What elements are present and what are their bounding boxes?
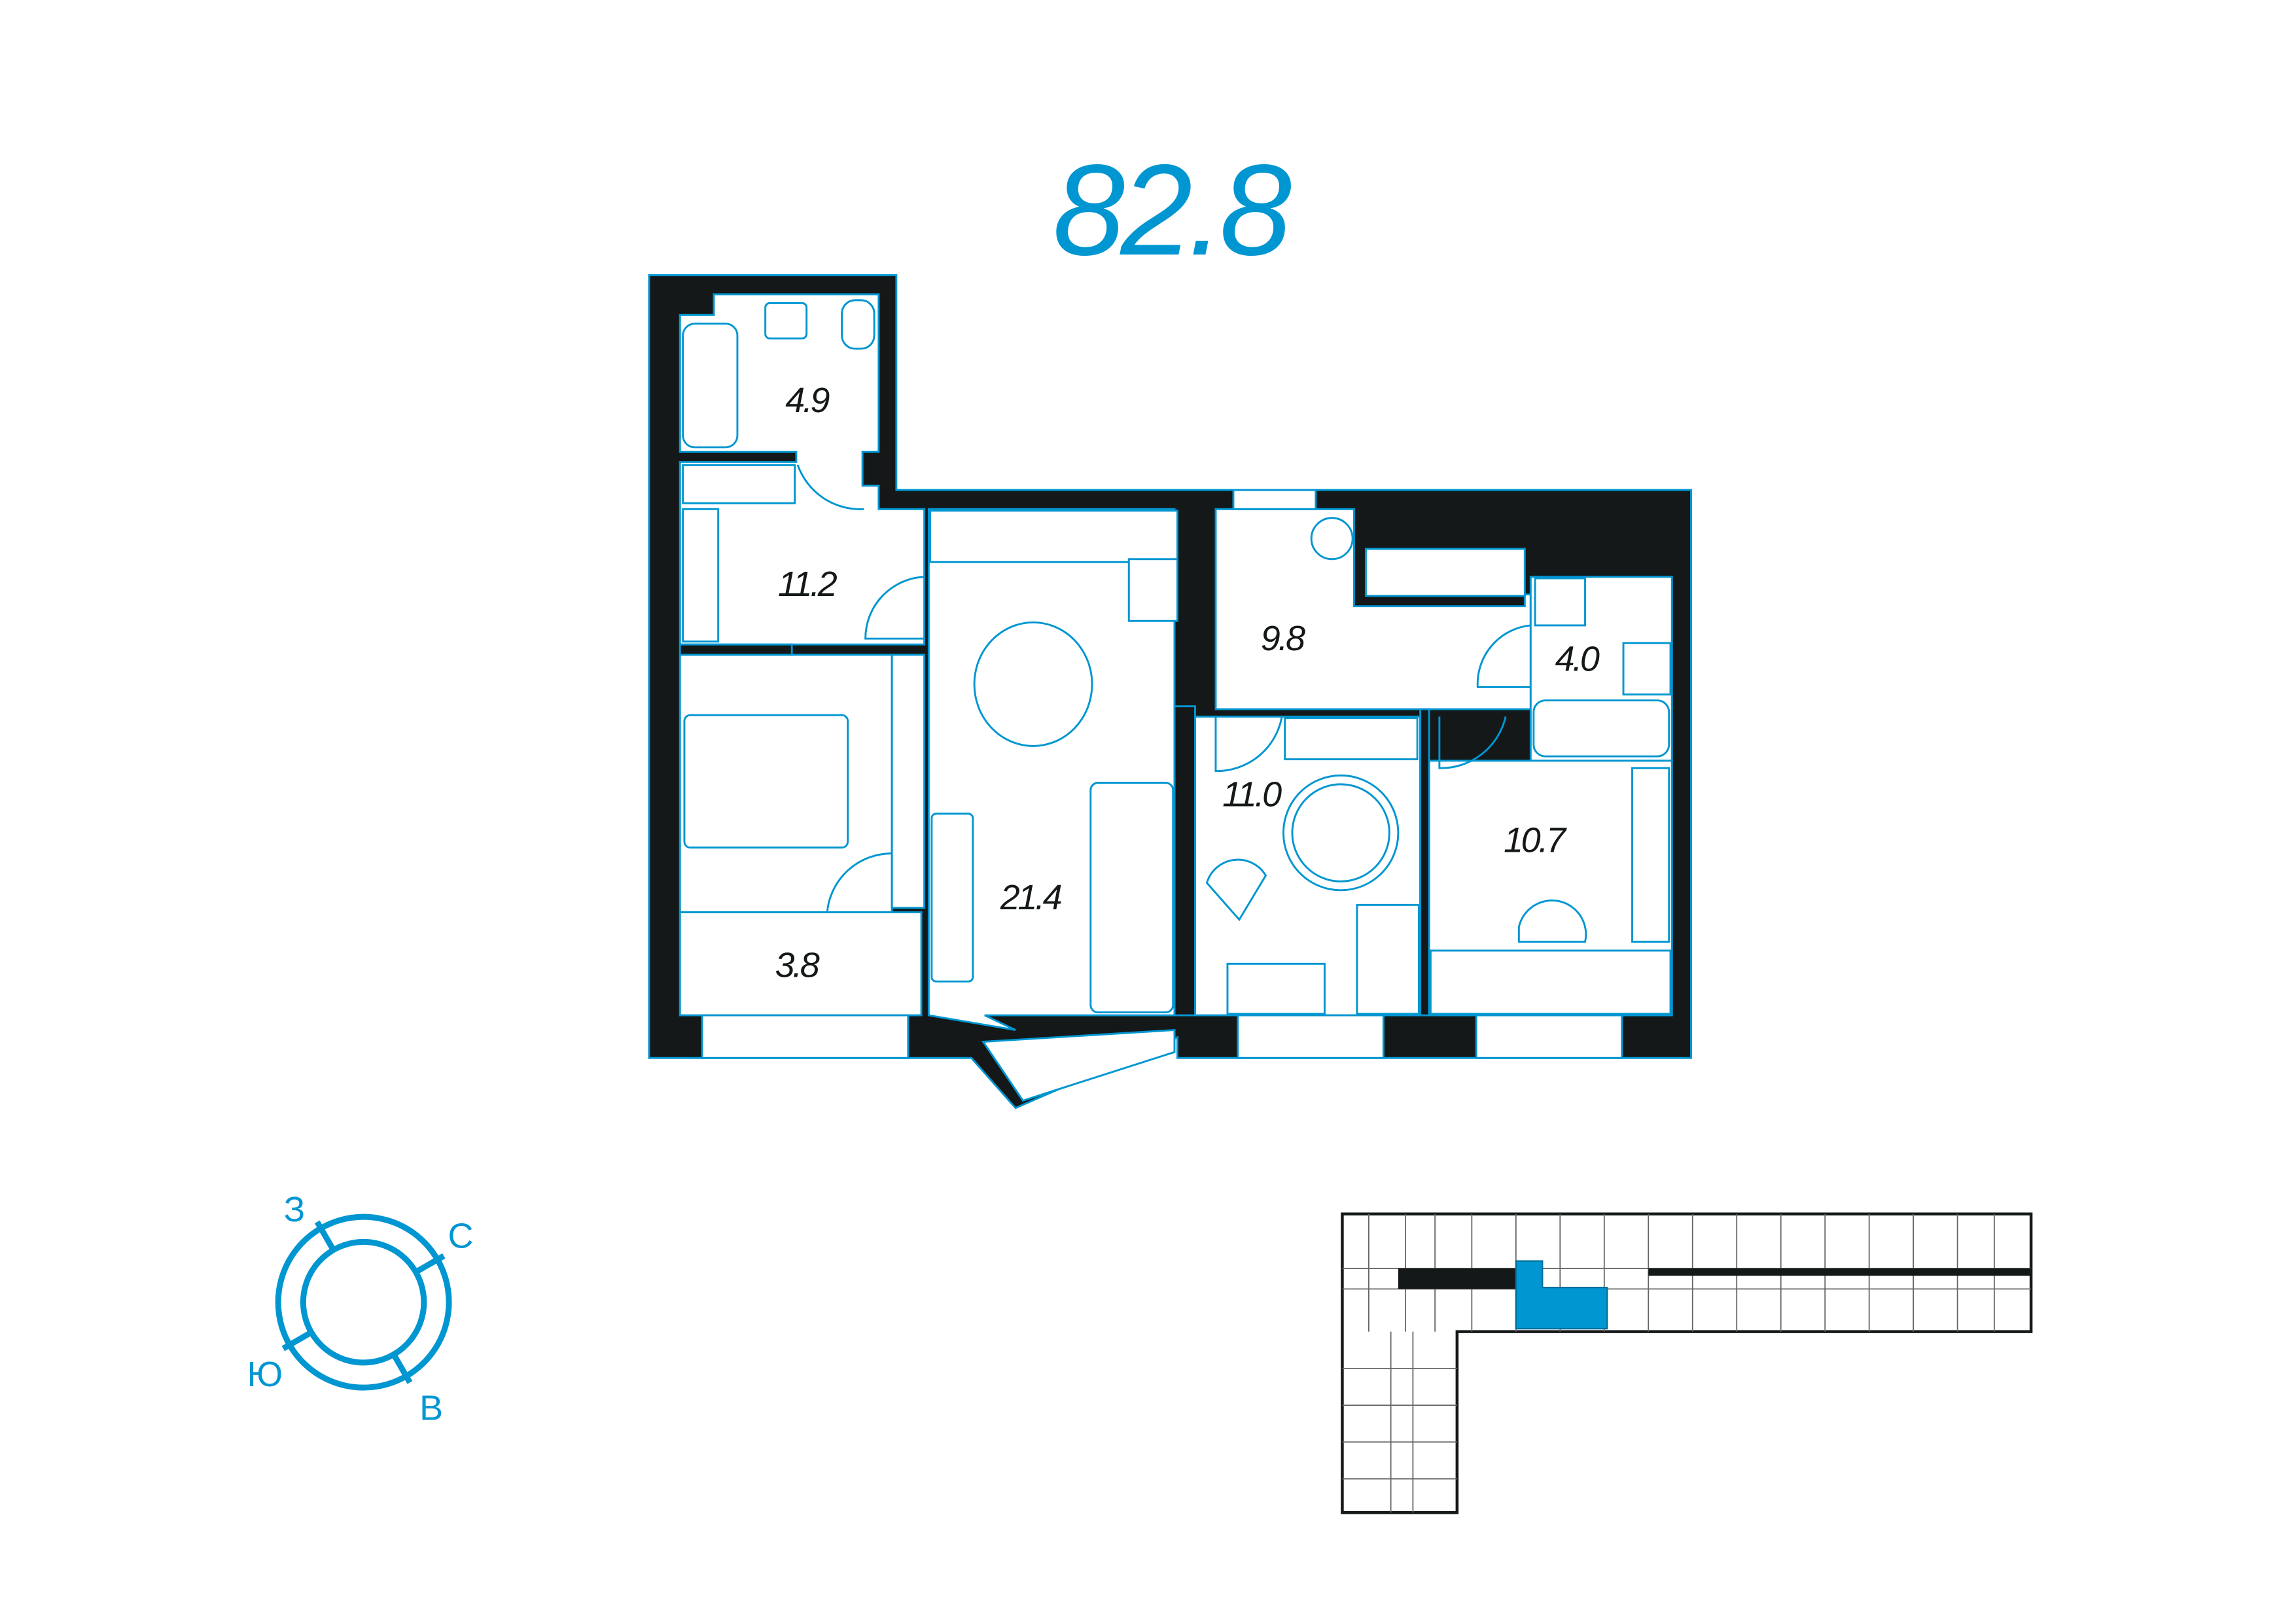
window bbox=[1237, 1014, 1385, 1059]
area-label-hallway: 11.2 bbox=[778, 565, 838, 604]
room-bathroom bbox=[679, 293, 926, 646]
highlighted-apartment bbox=[1515, 1260, 1608, 1330]
area-label-bathroom-2: 4.0 bbox=[1555, 640, 1600, 679]
building-key-plan bbox=[1341, 1212, 2033, 1514]
desk-icon bbox=[1429, 949, 1672, 1015]
total-area-title: 82.8 bbox=[1053, 137, 1291, 282]
area-label-bathroom: 4.9 bbox=[785, 381, 829, 420]
chair-icon bbox=[1205, 858, 1267, 922]
kitchen-counter-icon bbox=[929, 510, 1178, 563]
desk-icon bbox=[1226, 962, 1326, 1015]
wall bbox=[1419, 708, 1430, 1017]
area-label-bedroom-2: 10.7 bbox=[1504, 820, 1567, 860]
wardrobe-icon bbox=[1284, 717, 1419, 761]
compass-inner-ring bbox=[300, 1238, 427, 1366]
window bbox=[701, 1014, 910, 1059]
compass-north-label: С bbox=[448, 1216, 474, 1255]
area-label-loggia: 3.8 bbox=[775, 946, 819, 985]
door-swing bbox=[864, 576, 925, 640]
floor-plan bbox=[648, 274, 1692, 1109]
wall bbox=[1173, 705, 1196, 1017]
wardrobe-icon bbox=[682, 508, 720, 643]
bathtub-icon bbox=[1532, 699, 1670, 758]
room-area-labels: 4.9 11.2 3.8 21.4 9.8 4.0 11.0 10.7 bbox=[775, 381, 1602, 985]
compass-south-label: Ю bbox=[247, 1355, 283, 1394]
rug-icon bbox=[1291, 783, 1390, 882]
door-swing bbox=[796, 464, 864, 510]
toilet-icon bbox=[841, 299, 875, 350]
sofa-icon bbox=[1089, 782, 1174, 1013]
tv-stand-icon bbox=[930, 812, 974, 983]
door-swing bbox=[1476, 624, 1531, 688]
kitchen-sink-icon bbox=[1127, 558, 1178, 622]
area-label-kitchen-living: 21.4 bbox=[1000, 878, 1061, 917]
window bbox=[1232, 489, 1317, 510]
bookshelf-icon bbox=[1631, 767, 1670, 943]
wardrobe-icon bbox=[1364, 548, 1526, 597]
sink-icon bbox=[1622, 642, 1672, 696]
door-swing bbox=[826, 852, 892, 913]
round-table-icon bbox=[1310, 517, 1354, 561]
compass-east-label: В bbox=[419, 1389, 443, 1428]
window bbox=[1475, 1014, 1623, 1059]
chair-icon bbox=[1517, 899, 1587, 943]
corridor bbox=[891, 654, 926, 909]
washing-machine-icon bbox=[1534, 577, 1587, 627]
bed-icon bbox=[683, 714, 849, 849]
compass bbox=[275, 1213, 452, 1391]
compass-west-label: З bbox=[284, 1190, 306, 1229]
door-swing bbox=[1214, 716, 1283, 773]
cabinet-icon bbox=[1356, 903, 1420, 1015]
wardrobe-icon bbox=[682, 464, 796, 504]
sink-icon bbox=[764, 302, 808, 340]
rug-icon bbox=[1282, 774, 1400, 892]
area-label-bedroom: 11.0 bbox=[1222, 775, 1282, 814]
door-swing bbox=[1438, 716, 1507, 769]
area-label-hall: 9.8 bbox=[1261, 619, 1305, 658]
bathtub-icon bbox=[682, 323, 739, 449]
wall bbox=[679, 643, 793, 656]
bay-window bbox=[981, 1028, 1176, 1102]
dining-table-icon bbox=[973, 621, 1093, 747]
